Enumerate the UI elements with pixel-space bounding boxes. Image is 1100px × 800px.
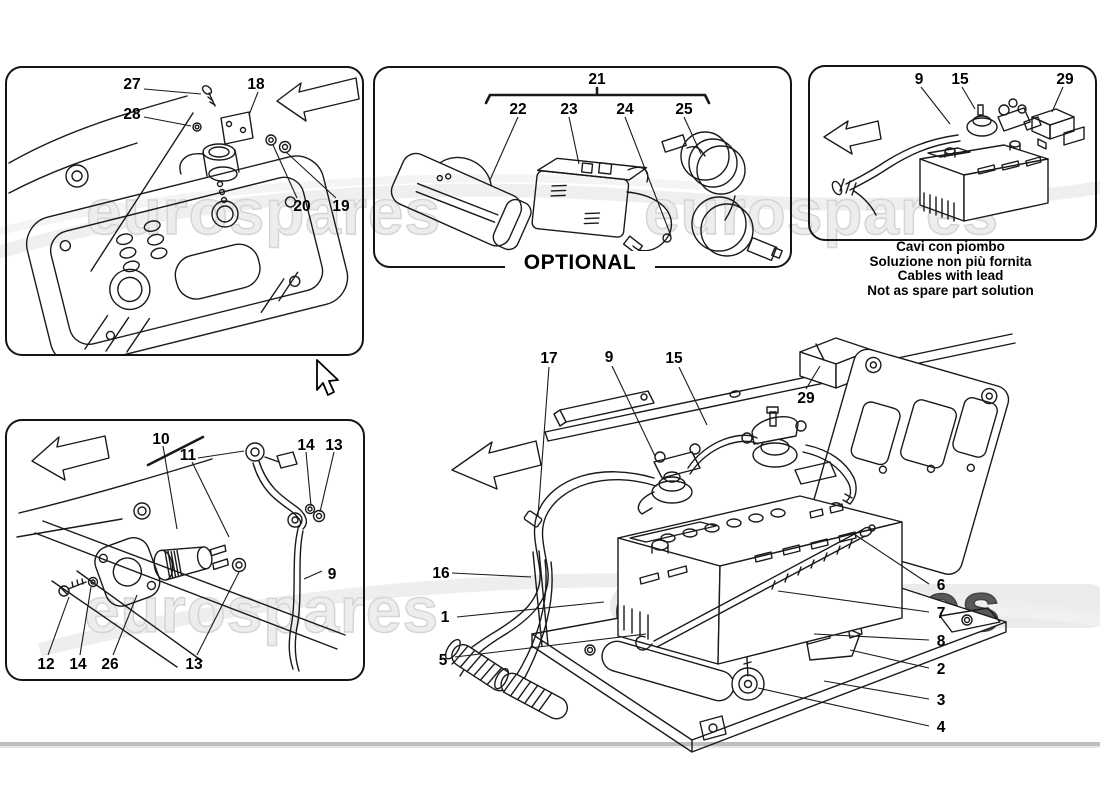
- part-label-21: 21: [588, 71, 606, 88]
- page-divider: [0, 742, 1100, 746]
- pull-switch-assembly: [90, 111, 254, 272]
- relay-29-small: [1031, 108, 1085, 150]
- nuts-20-19: [265, 134, 292, 154]
- part-label-13b: 13: [185, 656, 203, 673]
- cable-with-terminals: [245, 442, 308, 672]
- part-label-17: 17: [540, 350, 557, 367]
- lead-cables-drawing: 9 15 29: [823, 71, 1085, 222]
- charger-kit-drawing: 21 22 23 24 25: [390, 71, 783, 262]
- part-label-18: 18: [247, 76, 265, 93]
- main-cable-loop: [451, 471, 657, 682]
- part-label-9b: 9: [328, 566, 337, 583]
- part-label-5: 5: [439, 652, 448, 669]
- part-label-9: 9: [915, 71, 924, 88]
- part-label-10: 10: [152, 431, 169, 448]
- part-label-15: 15: [665, 350, 683, 367]
- part-label-19: 19: [332, 198, 350, 215]
- charger-cable-24: [622, 191, 672, 255]
- part-label-2: 2: [937, 661, 946, 678]
- negative-terminal-clamp: [637, 443, 701, 515]
- battery-charger-23: [531, 157, 649, 238]
- coiled-cable-25: [661, 131, 783, 262]
- screw-12-washer-14: [58, 576, 99, 597]
- chassis-rail: [544, 333, 1016, 442]
- watermark-eurospares: eurospares: [83, 574, 440, 646]
- direction-arrow-icon: [31, 435, 110, 481]
- caption-line-3: Cables with lead: [897, 268, 1004, 284]
- part-label-29: 29: [797, 390, 815, 407]
- part-label-25: 25: [675, 101, 693, 118]
- part-label-14: 14: [297, 437, 315, 454]
- group-bracket-21: [484, 86, 711, 105]
- main-leader-lines: [451, 365, 930, 727]
- inset-engine-compartment: 27 28 18 20 19: [5, 66, 364, 356]
- part-label-14b: 14: [69, 656, 87, 673]
- positive-terminal-clamp: [741, 406, 857, 505]
- part-label-9: 9: [605, 349, 614, 366]
- engine-compartment-drawing: 27 28 18 20 19: [8, 76, 360, 354]
- caption-line-4: Not as spare part solution: [867, 282, 1034, 298]
- terminal-clamp-assembly: [966, 98, 1042, 137]
- inset-cutoff-switch: 10 11 14 13 9 12 14 26 13: [5, 419, 365, 681]
- chassis-lines: [16, 458, 346, 668]
- part-label-3: 3: [937, 692, 946, 709]
- page-divider-shadow: [0, 746, 1100, 748]
- washer-28: [192, 122, 202, 132]
- part-label-16: 16: [432, 565, 450, 582]
- direction-arrow-icon: [276, 77, 360, 122]
- part-label-26: 26: [101, 656, 119, 673]
- ground-cable: [831, 134, 961, 216]
- direction-arrow-icon: [451, 440, 542, 490]
- part-label-8: 8: [937, 633, 946, 650]
- part-label-29: 29: [1056, 71, 1074, 88]
- part-label-12: 12: [37, 656, 54, 673]
- ribbed-sleeve-2: [494, 667, 569, 720]
- caption-line-1: Cavi con piombo: [896, 239, 1005, 254]
- terminal-link-cable: [687, 434, 759, 475]
- holddown-rod-7: [635, 524, 876, 651]
- screw-27: [201, 85, 216, 107]
- part-label-20: 20: [293, 198, 310, 215]
- part-label-4: 4: [937, 719, 946, 736]
- part-label-23: 23: [560, 101, 578, 118]
- part-label-15: 15: [951, 71, 969, 88]
- part-label-7: 7: [937, 605, 946, 622]
- direction-arrow-icon: [823, 120, 882, 155]
- cutoff-switch-drawing: 10 11 14 13 9 12 14 26 13: [16, 431, 346, 673]
- inset-lead-cables: 9 15 29: [808, 65, 1097, 241]
- caption-line-2: Soluzione non più fornita: [869, 253, 1032, 269]
- mouse-cursor-icon: [316, 359, 339, 396]
- battery-small: [919, 140, 1049, 222]
- storage-bag-22: [390, 152, 532, 251]
- body-context-lines: [8, 95, 188, 194]
- part-label-22: 22: [509, 101, 526, 118]
- lead-cables-caption: Cavi con piombo Soluzione non più fornit…: [810, 239, 1091, 298]
- engine-bay-outline: [25, 155, 349, 354]
- cutoff-switch-body: [153, 544, 230, 581]
- part-label-6: 6: [937, 577, 946, 594]
- part-label-13: 13: [325, 437, 343, 454]
- part-label-11: 11: [180, 447, 197, 464]
- part-label-1: 1: [441, 609, 450, 626]
- part-label-24: 24: [616, 101, 634, 118]
- part-label-27: 27: [123, 76, 140, 93]
- inset-optional-charger-kit: 21 22 23 24 25: [373, 66, 792, 268]
- optional-title: OPTIONAL: [505, 251, 655, 275]
- part-label-28: 28: [123, 106, 141, 123]
- battery: [617, 495, 903, 665]
